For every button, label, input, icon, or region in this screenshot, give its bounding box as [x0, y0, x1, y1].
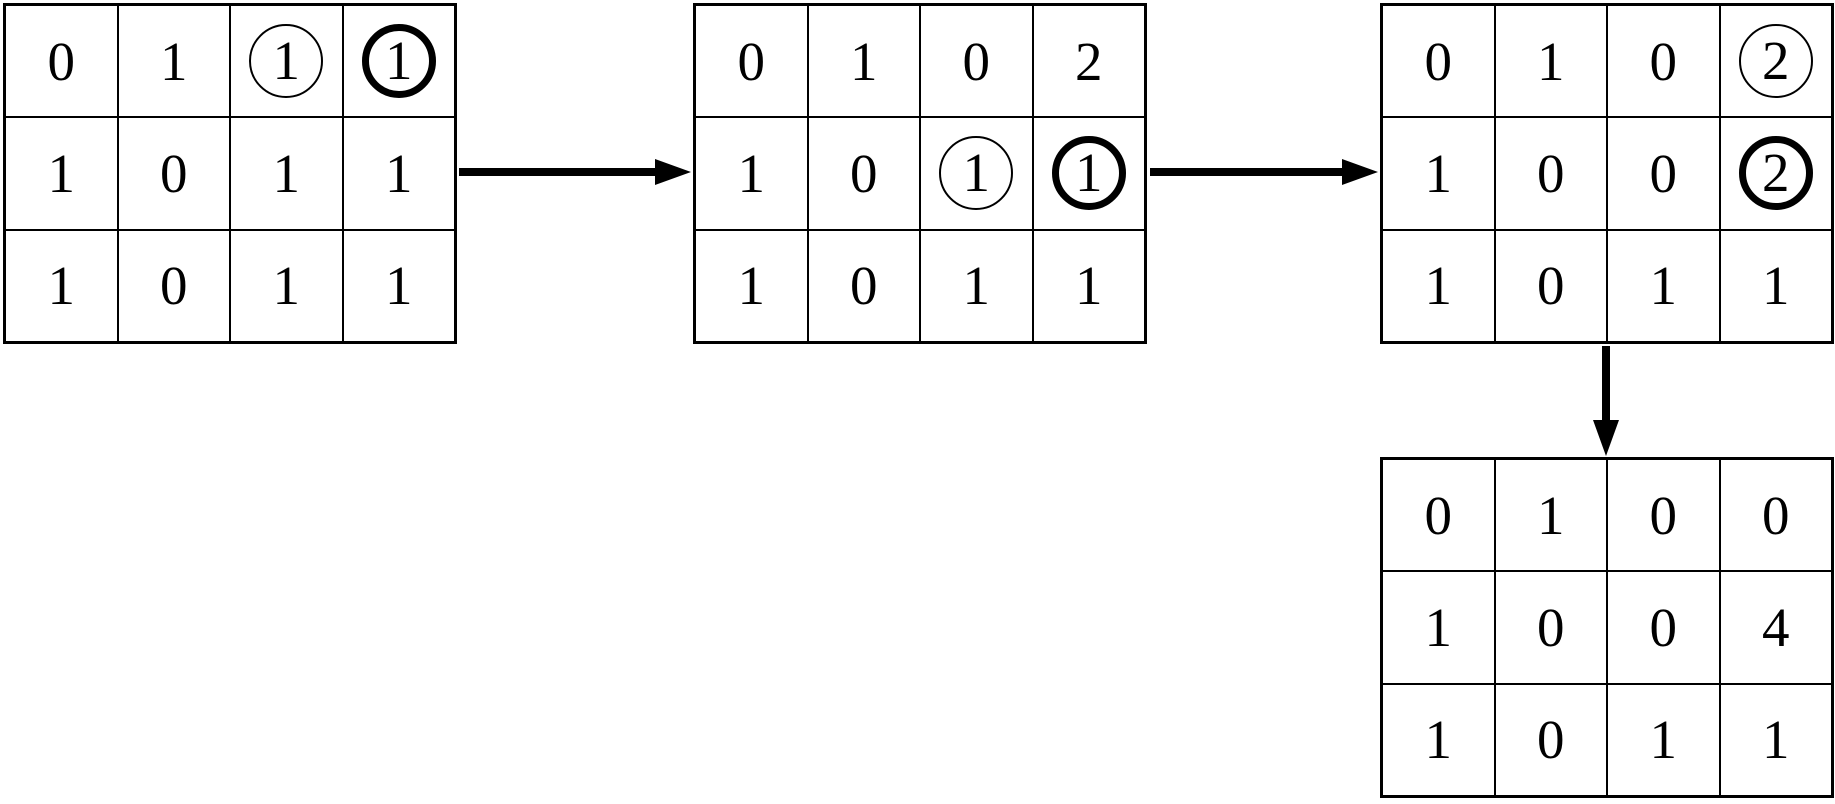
matrix-step-4-cell-r1c2: 0	[1607, 571, 1720, 684]
matrix-step-2-cell-r0c0: 0	[695, 5, 808, 118]
matrix-step-4-cell-r2c0: 1	[1382, 683, 1495, 796]
matrix-step-4-cell-r0c3: 0	[1719, 459, 1832, 572]
bold-circle: 1	[361, 24, 436, 99]
matrix-step-1-cell-r2c2: 1	[230, 229, 343, 342]
matrix-step-1-cell-r1c2: 1	[230, 117, 343, 230]
arrow-step2-to-step3	[1150, 159, 1378, 185]
thin-circle: 2	[1738, 24, 1813, 99]
matrix-step-2-cell-r0c2: 0	[920, 5, 1033, 118]
matrix-step-4-cell-r0c1: 1	[1494, 459, 1607, 572]
matrix-step-2-cell-r1c3: 1	[1032, 117, 1145, 230]
matrix-step-3-cell-r0c3: 2	[1719, 5, 1832, 118]
matrix-step-4-cell-r1c1: 0	[1494, 571, 1607, 684]
matrix-step-4-cell-r1c3: 4	[1719, 571, 1832, 684]
arrow-step3-to-step4	[1593, 346, 1619, 456]
matrix-step-2-cell-r0c1: 1	[807, 5, 920, 118]
matrix-step-2-cell-r1c0: 1	[695, 117, 808, 230]
matrix-step-4-cell-r2c1: 0	[1494, 683, 1607, 796]
matrix-step-1-cell-r2c0: 1	[5, 229, 118, 342]
matrix-step-3-cell-r1c2: 0	[1607, 117, 1720, 230]
matrix-step-3-cell-r0c0: 0	[1382, 5, 1495, 118]
matrix-step-1-cell-r1c3: 1	[342, 117, 455, 230]
matrix-step-1-cell-r1c0: 1	[5, 117, 118, 230]
matrix-step-1-cell-r0c0: 0	[5, 5, 118, 118]
matrix-step-1-cell-r2c3: 1	[342, 229, 455, 342]
matrix-step-1-cell-r1c1: 0	[117, 117, 230, 230]
matrix-step-2-cell-r2c2: 1	[920, 229, 1033, 342]
matrix-step-4-cell-r0c0: 0	[1382, 459, 1495, 572]
matrix-step-2-cell-r2c0: 1	[695, 229, 808, 342]
matrix-step-1-cell-r2c1: 0	[117, 229, 230, 342]
matrix-step-3-cell-r2c3: 1	[1719, 229, 1832, 342]
arrow-step1-to-step2	[459, 159, 691, 185]
matrix-step-3-cell-r2c2: 1	[1607, 229, 1720, 342]
thin-circle: 1	[249, 24, 324, 99]
matrix-step-1-cell-r0c1: 1	[117, 5, 230, 118]
matrix-step-2-cell-r1c2: 1	[920, 117, 1033, 230]
matrix-step-3-cell-r0c2: 0	[1607, 5, 1720, 118]
matrix-step-3-cell-r1c1: 0	[1494, 117, 1607, 230]
matrix-step-1-cell-r0c2: 1	[230, 5, 343, 118]
bold-circle: 2	[1738, 136, 1813, 211]
matrix-step-1-cell-r0c3: 1	[342, 5, 455, 118]
matrix-step-3-cell-r2c1: 0	[1494, 229, 1607, 342]
matrix-step-4-cell-r2c3: 1	[1719, 683, 1832, 796]
matrix-step-3-cell-r0c1: 1	[1494, 5, 1607, 118]
thin-circle: 1	[939, 136, 1014, 211]
matrix-step-4-cell-r0c2: 0	[1607, 459, 1720, 572]
matrix-step-2-cell-r0c3: 2	[1032, 5, 1145, 118]
matrix-step-3-cell-r2c0: 1	[1382, 229, 1495, 342]
matrix-step-3-cell-r1c3: 2	[1719, 117, 1832, 230]
matrix-step-2-cell-r1c1: 0	[807, 117, 920, 230]
matrix-step-4-cell-r1c0: 1	[1382, 571, 1495, 684]
matrix-step-3-cell-r1c0: 1	[1382, 117, 1495, 230]
matrix-step-2-cell-r2c1: 0	[807, 229, 920, 342]
bold-circle: 1	[1051, 136, 1126, 211]
matrix-step-2-cell-r2c3: 1	[1032, 229, 1145, 342]
matrix-step-4-cell-r2c2: 1	[1607, 683, 1720, 796]
